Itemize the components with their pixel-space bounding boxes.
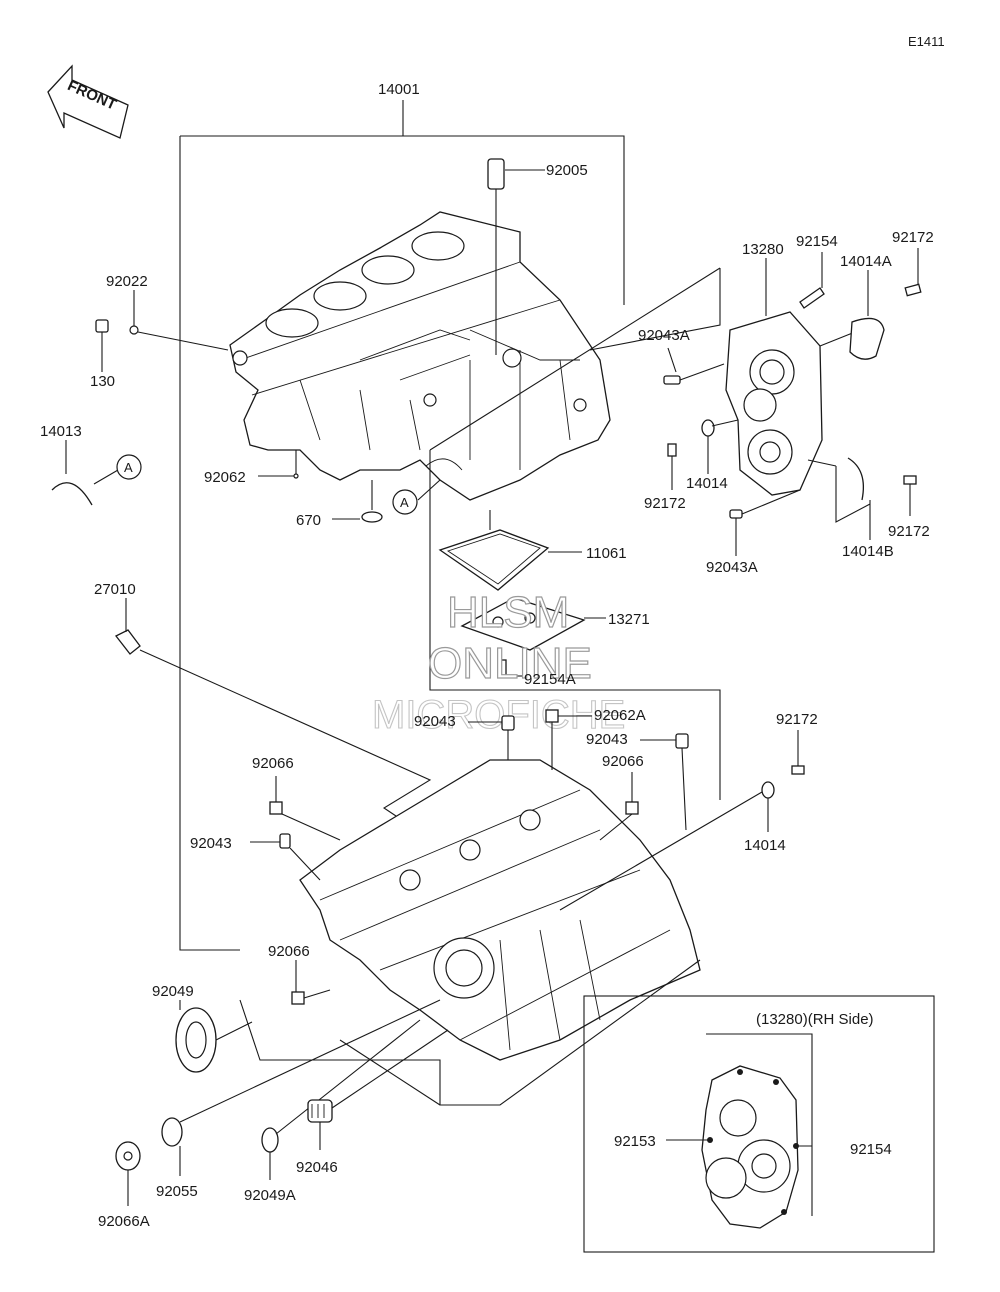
label-11061: 11061 (586, 545, 627, 562)
label-92172-top: 92172 (892, 229, 934, 246)
part-14014-low (761, 781, 775, 799)
part-13271 (460, 597, 606, 651)
label-92062A: 92062A (594, 707, 646, 724)
part-14014-top (701, 419, 715, 437)
part-92172-low (791, 765, 805, 775)
part-14013 (51, 440, 119, 506)
svg-text:MICROFICHE: MICROFICHE (372, 693, 625, 737)
part-92043A-bot (729, 509, 743, 519)
label-92043-c: 92043 (190, 835, 232, 852)
svg-text:ONLINE: ONLINE (428, 639, 592, 688)
label-14013: 14013 (40, 423, 82, 440)
part-92172-top (904, 248, 922, 297)
label-13271: 13271 (608, 611, 650, 628)
label-14001: 14001 (378, 81, 420, 98)
label-92154-inset: 92154 (850, 1141, 892, 1158)
part-670 (361, 511, 383, 523)
leader-92062 (258, 450, 297, 477)
label-92022: 92022 (106, 273, 148, 290)
label-92172-right: 92172 (888, 523, 930, 540)
part-92049 (175, 1000, 253, 1073)
label-92066-b: 92066 (602, 753, 644, 770)
label-92154A: 92154A (524, 671, 576, 688)
label-13280: 13280 (742, 241, 784, 258)
part-92172-mid (667, 443, 677, 457)
watermark: HLSM ONLINE MICROFICHE (371, 587, 625, 737)
diagram-code: E1411 (908, 34, 945, 49)
label-14014B: 14014B (842, 543, 894, 560)
oil-pan-bracket (429, 267, 721, 800)
label-14014-top: 14014 (686, 475, 728, 492)
label-27010: 27010 (94, 581, 136, 598)
part-92066-a (269, 801, 283, 815)
label-14014A: 14014A (840, 253, 892, 270)
part-92043-a (501, 715, 515, 731)
label-130: 130 (90, 373, 115, 390)
part-11061 (438, 510, 582, 591)
label-92043-b: 92043 (586, 731, 628, 748)
label-92066-c: 92066 (268, 943, 310, 960)
part-92005 (487, 158, 545, 355)
label-92043A-bot: 92043A (706, 559, 758, 576)
label-92043A-top: 92043A (638, 327, 690, 344)
callout-a-circle-2 (392, 489, 418, 515)
label-92043-a: 92043 (414, 713, 456, 730)
label-92062: 92062 (204, 469, 246, 486)
label-92049: 92049 (152, 983, 194, 1000)
inset-rh-side: (13280)(RH Side) (583, 995, 935, 1253)
part-92154-bolt (799, 252, 825, 309)
part-14014B (847, 457, 865, 501)
callout-a-circle (116, 454, 142, 480)
label-92046: 92046 (296, 1159, 338, 1176)
lower-crankcase (299, 759, 701, 1061)
upper-crankcase (229, 211, 611, 501)
label-92066A: 92066A (98, 1213, 150, 1230)
part-92066A (115, 1141, 141, 1206)
label-92049A: 92049A (244, 1187, 296, 1204)
callout-a-label: A (124, 460, 133, 475)
label-670: 670 (296, 512, 321, 529)
svg-text:HLSM: HLSM (447, 588, 569, 637)
part-92043-c (279, 833, 291, 849)
label-14014-low: 14014 (744, 837, 786, 854)
inset-title: (13280)(RH Side) (756, 1011, 874, 1028)
label-92066-a: 92066 (252, 755, 294, 772)
part-92066-b (625, 801, 639, 815)
callout-a-label-2: A (400, 495, 409, 510)
label-92005: 92005 (546, 162, 588, 179)
part-92046 (307, 1029, 449, 1150)
part-92043-b (675, 733, 689, 749)
part-92022-130 (95, 290, 229, 372)
part-92049A (261, 1019, 421, 1180)
label-92055: 92055 (156, 1183, 198, 1200)
part-92066-c (291, 991, 305, 1005)
part-14014A (849, 270, 885, 360)
front-arrow-icon: FRONT (47, 64, 129, 139)
part-92062A (545, 709, 559, 723)
upper-case-bracket (179, 100, 625, 951)
part-92154A (499, 659, 522, 677)
label-92154: 92154 (796, 233, 838, 250)
label-92172-low: 92172 (776, 711, 818, 728)
label-92172-mid: 92172 (644, 495, 686, 512)
lower-case-bracket (239, 959, 701, 1106)
part-13280-cover (725, 258, 861, 496)
part-92055 (161, 999, 441, 1176)
part-92172-right (903, 475, 917, 485)
part-92043A-top (663, 375, 681, 385)
label-92153-inset: 92153 (614, 1133, 656, 1150)
